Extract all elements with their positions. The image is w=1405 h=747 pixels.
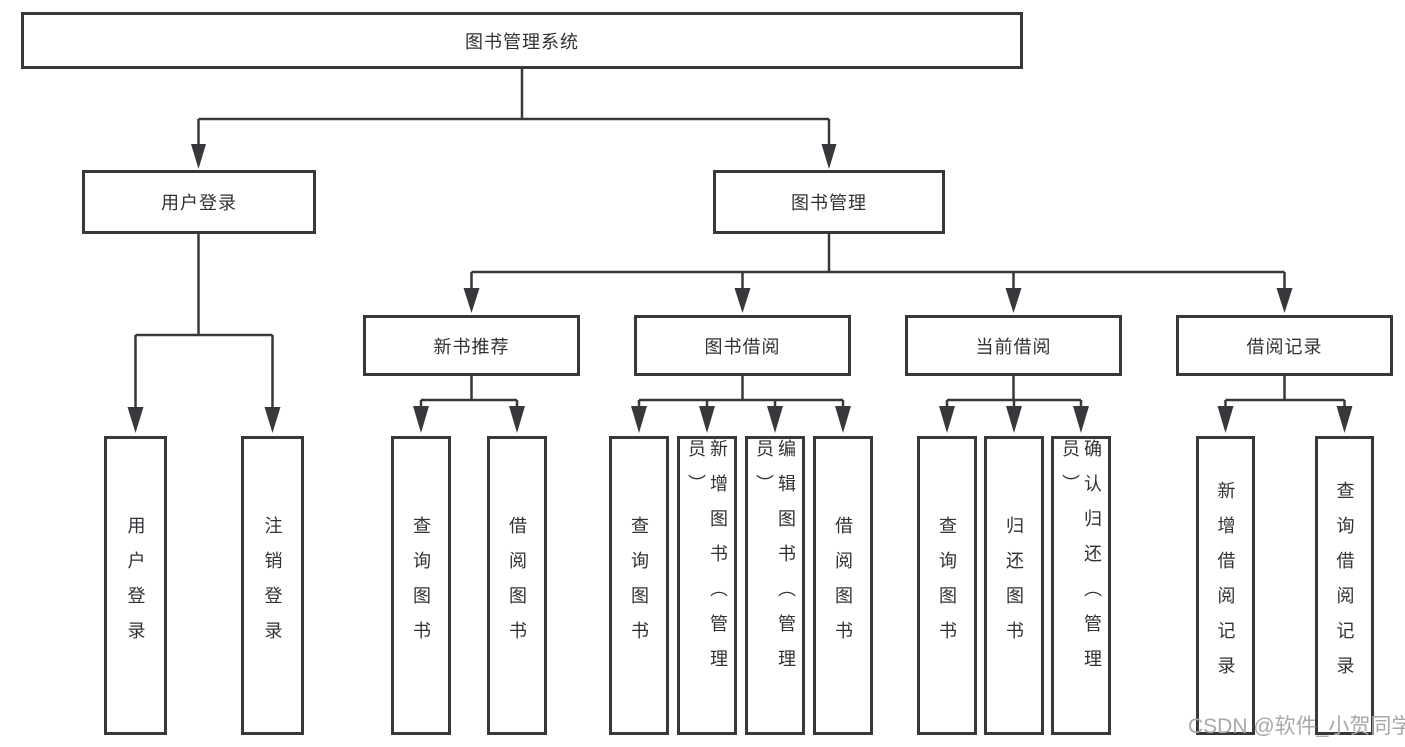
arrowhead [191,144,206,169]
node-label: 用户登录 [161,193,237,213]
leaf-current-confirm-return-admin: 确认归还（管理员） [1051,436,1111,735]
arrowhead [509,406,525,433]
node-user-login: 用户登录 [82,170,316,234]
leaf-label: 查询借阅记录 [1334,480,1355,691]
leaf-label: 编辑图书（管理员） [754,439,796,684]
arrowhead [835,406,851,433]
node-book-management: 图书管理 [713,170,945,234]
leaf-label: 借阅图书 [833,515,853,656]
connector-book-management-fan [463,234,1293,313]
arrowhead [699,406,715,433]
arrowhead [1276,288,1293,313]
arrowhead [821,144,837,169]
arrowhead [413,406,429,433]
node-label: 新书推荐 [433,336,510,357]
leaf-user-login: 用户登录 [104,436,167,735]
arrowhead [939,406,955,433]
node-label: 图书借阅 [704,336,781,357]
leaf-label: 注销登录 [262,515,283,656]
arrowhead [127,407,144,433]
leaf-recommend-query-book: 查询图书 [391,436,451,735]
leaf-label: 借阅图书 [507,515,527,656]
connector-root-to-level2 [191,68,837,169]
node-label: 当前借阅 [975,336,1052,357]
arrowhead [1336,406,1353,433]
leaf-borrowing-query-book: 查询图书 [609,436,669,735]
leaf-borrowing-borrow-book: 借阅图书 [813,436,873,735]
node-current-borrowing: 当前借阅 [905,315,1122,376]
connector-user-login-fan [127,234,281,433]
arrowhead [463,288,480,313]
node-book-borrowing: 图书借阅 [634,315,851,376]
leaf-label: 查询图书 [629,515,649,656]
leaf-label: 查询图书 [937,515,957,656]
leaf-records-query-borrow-record: 查询借阅记录 [1315,436,1374,735]
arrowhead [1073,406,1089,433]
arrowhead [631,406,647,433]
leaf-recommend-borrow-book: 借阅图书 [487,436,547,735]
leaf-borrowing-edit-book-admin: 编辑图书（管理员） [745,436,805,735]
leaf-label: 归还图书 [1004,515,1024,656]
node-borrowing-records: 借阅记录 [1176,315,1393,376]
leaf-records-add-borrow-record: 新增借阅记录 [1196,436,1255,735]
node-label: 图书管理系统 [465,31,579,52]
leaf-label: 查询图书 [411,515,431,656]
arrowhead [1217,406,1234,433]
connector-book-borrowing-fan [631,376,851,433]
arrowhead [264,407,281,433]
leaf-logout-login: 注销登录 [241,436,304,735]
leaf-borrowing-add-book-admin: 新增图书（管理员） [677,436,737,735]
arrowhead [1006,406,1022,433]
connector-new-book-recommendation-fan [413,376,525,433]
connector-borrowing-records-fan [1217,376,1353,433]
leaf-label: 新增借阅记录 [1215,480,1236,691]
arrowhead [734,288,751,313]
leaf-current-query-book: 查询图书 [917,436,977,735]
node-new-book-recommendation: 新书推荐 [363,315,580,376]
leaf-label: 用户登录 [125,515,146,656]
node-root-library-management-system: 图书管理系统 [21,12,1023,69]
node-label: 借阅记录 [1246,336,1323,357]
watermark-text: CSDN @软件_小贺同学 [1188,715,1405,738]
leaf-current-return-book: 归还图书 [984,436,1044,735]
node-label: 图书管理 [791,193,867,213]
arrowhead [767,406,783,433]
leaf-label: 确认归还（管理员） [1060,439,1102,684]
leaf-label: 新增图书（管理员） [686,439,728,684]
connector-current-borrowing-fan [939,376,1089,433]
arrowhead [1005,288,1022,313]
